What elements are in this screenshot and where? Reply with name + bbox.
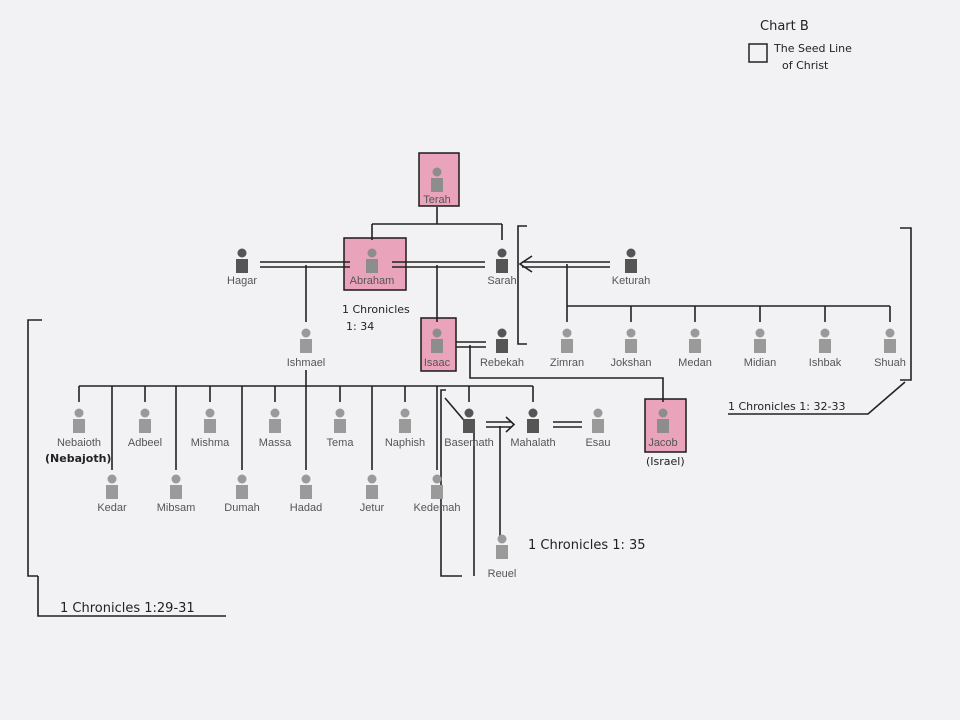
label-hagar: Hagar: [227, 275, 257, 287]
person-icon: [463, 408, 475, 433]
person-icon: [73, 408, 85, 433]
handwritten-notes: (Nebajoth) (Israel) 1 Chronicles 1: 34 1…: [45, 303, 845, 616]
person-icon: [754, 328, 766, 353]
legend: Chart B The Seed Line of Christ: [748, 19, 852, 72]
person-icon: [366, 474, 378, 499]
label-zimran: Zimran: [550, 357, 584, 369]
label-reuel: Reuel: [488, 568, 517, 580]
label-ishmael: Ishmael: [287, 357, 326, 369]
person-icon: [496, 248, 508, 273]
label-abraham: Abraham: [350, 275, 395, 287]
person-icon: [139, 408, 151, 433]
person-icon: [170, 474, 182, 499]
label-keturah: Keturah: [612, 275, 651, 287]
person-icon: [884, 328, 896, 353]
name-labels: Terah Abraham Hagar Sarah Keturah Ishmae…: [57, 194, 906, 580]
label-naphish: Naphish: [385, 437, 425, 449]
person-icon: [334, 408, 346, 433]
label-massa: Massa: [259, 437, 292, 449]
note-ref-abraham-1: 1 Chronicles: [342, 303, 410, 316]
label-esau: Esau: [585, 437, 610, 449]
note-israel: (Israel): [646, 455, 685, 468]
label-jetur: Jetur: [360, 502, 385, 514]
person-icon: [431, 328, 443, 353]
label-mahalath: Mahalath: [510, 437, 555, 449]
person-icon: [527, 408, 539, 433]
note-nebajoth: (Nebajoth): [45, 452, 111, 465]
label-basemath: Basemath: [444, 437, 494, 449]
label-dumah: Dumah: [224, 502, 259, 514]
legend-line2: of Christ: [782, 59, 829, 72]
person-icon: [236, 248, 248, 273]
label-ishbak: Ishbak: [809, 357, 842, 369]
label-nebaioth: Nebaioth: [57, 437, 101, 449]
person-icon: [366, 248, 378, 273]
note-ref-reuel: 1 Chronicles 1: 35: [528, 538, 646, 553]
label-midian: Midian: [744, 357, 776, 369]
legend-line1: The Seed Line: [773, 42, 852, 55]
person-icon: [592, 408, 604, 433]
person-icon: [300, 474, 312, 499]
label-kedemah: Kedemah: [413, 502, 460, 514]
label-mishma: Mishma: [191, 437, 230, 449]
person-icon: [399, 408, 411, 433]
person-icon: [204, 408, 216, 433]
label-sarah: Sarah: [487, 275, 516, 287]
person-icon: [496, 534, 508, 559]
person-icon: [561, 328, 573, 353]
person-icon: [657, 408, 669, 433]
person-icon: [496, 328, 508, 353]
person-icon: [431, 167, 443, 192]
label-hadad: Hadad: [290, 502, 322, 514]
label-terah: Terah: [423, 194, 451, 206]
person-icon: [236, 474, 248, 499]
label-rebekah: Rebekah: [480, 357, 524, 369]
label-jacob: Jacob: [648, 437, 677, 449]
label-mibsam: Mibsam: [157, 502, 196, 514]
person-icon: [431, 474, 443, 499]
note-ref-abraham-2: 1: 34: [346, 320, 374, 333]
person-icon: [625, 248, 637, 273]
label-shuah: Shuah: [874, 357, 906, 369]
label-kedar: Kedar: [97, 502, 127, 514]
person-icon: [819, 328, 831, 353]
note-ref-keturah: 1 Chronicles 1: 32-33: [728, 400, 845, 413]
person-icon: [300, 328, 312, 353]
person-icon: [269, 408, 281, 433]
label-adbeel: Adbeel: [128, 437, 162, 449]
note-ref-ishmael: 1 Chronicles 1:29-31: [60, 601, 195, 616]
label-jokshan: Jokshan: [611, 357, 652, 369]
legend-title: Chart B: [760, 19, 809, 34]
label-tema: Tema: [327, 437, 355, 449]
person-icon: [625, 328, 637, 353]
person-icon: [689, 328, 701, 353]
label-isaac: Isaac: [424, 357, 451, 369]
person-icon: [106, 474, 118, 499]
legend-swatch: [748, 43, 768, 63]
label-medan: Medan: [678, 357, 712, 369]
